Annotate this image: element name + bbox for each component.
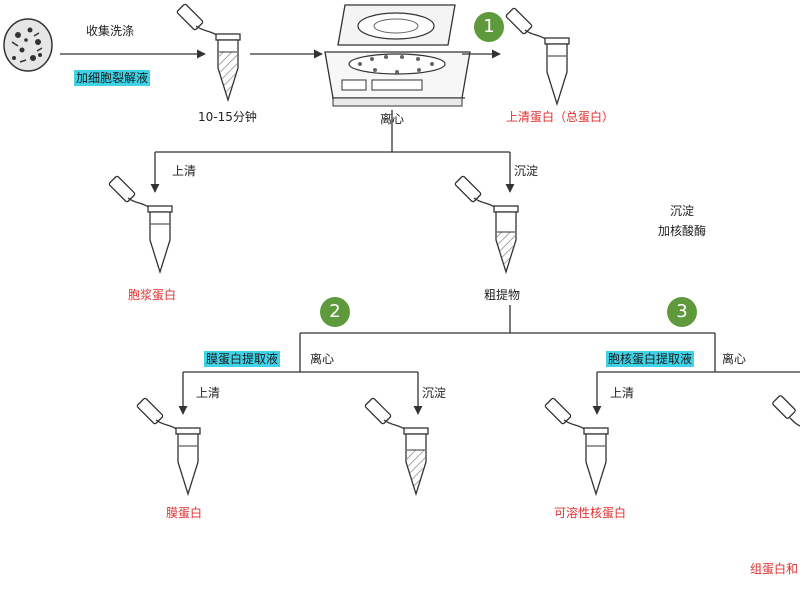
total-protein-tube-icon: [505, 7, 570, 107]
duration-label: 10-15分钟: [198, 110, 257, 124]
add-lysis-reagent-label: 加细胞裂解液: [74, 70, 151, 86]
membrane-precipitate-tube-icon: [364, 397, 429, 497]
precipitate-2-label: 沉淀: [422, 386, 447, 400]
crude-extract-tube-icon: [454, 175, 519, 275]
supernatant-2-label: 上清: [196, 386, 221, 400]
step-3-badge: 3: [667, 297, 697, 327]
step-1-badge: 1: [474, 12, 504, 42]
precipitate-label: 沉淀: [514, 164, 539, 178]
soluble-nuclear-tube-icon: [544, 397, 609, 497]
supernatant-label: 上清: [172, 164, 197, 178]
cytoplasm-tube-icon: [108, 175, 173, 275]
membrane-extract-reagent-label: 膜蛋白提取液: [204, 351, 281, 367]
precipitate-note-label: 沉淀: [670, 204, 695, 218]
lysis-tube-icon: [176, 3, 241, 103]
nuclear-extract-reagent-label: 胞核蛋白提取液: [606, 351, 695, 367]
total-protein-label: 上清蛋白（总蛋白）: [506, 110, 615, 124]
step-2-badge: 2: [320, 297, 350, 327]
cell-sample-icon: [3, 18, 53, 72]
soluble-nuclear-protein-label: 可溶性核蛋白: [554, 506, 627, 520]
partial-tube-icon: [772, 395, 800, 427]
centrifuge-3-label: 离心: [722, 352, 747, 366]
cytoplasm-protein-label: 胞浆蛋白: [128, 288, 177, 302]
membrane-protein-tube-icon: [136, 397, 201, 497]
membrane-protein-label: 膜蛋白: [166, 506, 203, 520]
add-nuclease-label: 加核酸酶: [658, 224, 707, 238]
centrifuge-icon: [324, 4, 471, 107]
partial-result-label: 组蛋白和: [750, 562, 799, 576]
crude-extract-label: 粗提物: [484, 288, 521, 302]
supernatant-3-label: 上清: [610, 386, 635, 400]
centrifuge-2-label: 离心: [310, 352, 335, 366]
collect-wash-label: 收集洗涤: [86, 24, 135, 38]
centrifuge-label: 离心: [380, 112, 405, 126]
